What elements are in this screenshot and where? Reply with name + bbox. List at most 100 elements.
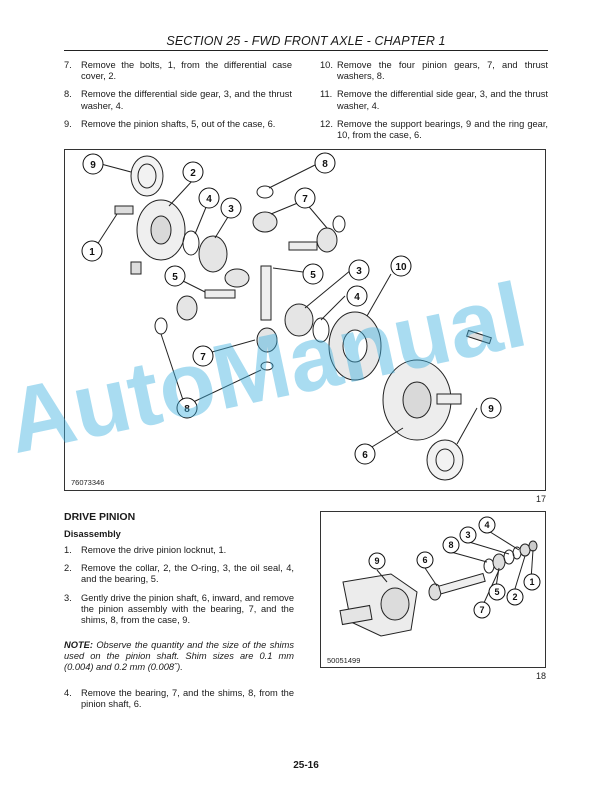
leader-line: [456, 407, 478, 445]
side-gear-part: [198, 235, 228, 273]
callout-label: 1: [89, 247, 95, 258]
callout-circle: [348, 259, 370, 281]
step-number: 1.: [64, 545, 72, 555]
pinion-shaft-part: [260, 265, 272, 321]
leader-line: [366, 273, 392, 317]
callout-label: 4: [206, 194, 212, 205]
callout-label: 8: [448, 540, 453, 550]
pinion-shaft-part: [438, 572, 486, 595]
step-number: 3.: [64, 592, 72, 603]
differential-exploded-drawing: 9 2 4 3 1 8 7 5 5 3 10 4 7 8: [81, 152, 502, 481]
note-text: Observe the quantity and the size of the…: [64, 640, 294, 673]
leader-line: [424, 567, 438, 587]
leader-line: [160, 333, 186, 407]
step-number: 11.: [320, 89, 333, 100]
step-text: Remove the pinion shafts, 5, out of the …: [81, 118, 276, 129]
note-label: NOTE:: [64, 640, 93, 650]
leader-line: [304, 269, 352, 309]
callout-circle: [480, 397, 502, 419]
bolt-part: [466, 329, 492, 345]
callout-circle: [506, 588, 524, 606]
thrust-washer-part: [182, 230, 200, 256]
step-number: 9.: [64, 118, 72, 129]
pinion-case-part: [339, 604, 373, 626]
drive-pinion-drawing: 4 3 8 9 6 1 5 2 7: [339, 516, 541, 637]
drive-pinion-last-step: 4.Remove the bearing, 7, and the shims, …: [64, 688, 294, 717]
callout-label: 3: [228, 204, 234, 215]
figure-number: 18: [536, 671, 547, 681]
callout-label: 8: [322, 159, 328, 170]
step-text: Gently drive the pinion shaft, 6, inward…: [81, 592, 294, 626]
callout-circle: [442, 536, 460, 554]
shim-note: NOTE: Observe the quantity and the size …: [64, 640, 294, 674]
differential-exploded-figure: 9 2 4 3 1 8 7 5 5 3 10 4 7 8: [64, 149, 546, 491]
callout-circle: [346, 285, 368, 307]
step-text: Remove the differential side gear, 3, an…: [81, 89, 292, 111]
drive-pinion-figure: 4 3 8 9 6 1 5 2 7 50051499: [320, 511, 546, 668]
subsection-title: Disassembly: [64, 529, 121, 539]
callout-circle: [302, 263, 324, 285]
callout-circle: [368, 552, 386, 570]
leader-line: [100, 163, 132, 173]
callout-label: 7: [479, 605, 484, 615]
callout-circle: [182, 161, 204, 183]
callout-circle: [354, 443, 376, 465]
step-item: 11.Remove the differential side gear, 3,…: [320, 89, 548, 111]
drive-pinion-steps: 1. Remove the drive pinion locknut, 1. 2.…: [64, 545, 294, 633]
bolt-part: [130, 261, 142, 275]
callout-circle: [488, 583, 506, 601]
page-header: SECTION 25 - FWD FRONT AXLE - CHAPTER 1: [166, 34, 446, 48]
leader-line: [450, 551, 488, 563]
pinion-gear-part: [224, 268, 250, 288]
leader-line: [268, 163, 318, 189]
callout-label: 7: [200, 352, 206, 363]
leader-line: [168, 179, 194, 207]
bearing-part: [492, 553, 506, 571]
bearing-part: [426, 439, 464, 481]
leader-line: [94, 213, 118, 249]
case-cover-part: [150, 215, 172, 245]
callout-circle: [164, 265, 186, 287]
bearing-part: [137, 163, 157, 189]
callout-circle: [176, 397, 198, 419]
callout-circle: [314, 152, 336, 174]
step-item: 2. Remove the collar, 2, the O-ring, 3, t…: [64, 563, 294, 585]
pinion-gear-part: [176, 295, 198, 321]
callout-label: 9: [488, 404, 494, 415]
page-number: 25-16: [293, 760, 319, 771]
pinion-gear-part: [316, 227, 338, 253]
figure-id: 50051499: [327, 656, 361, 665]
step-item: 10.Remove the four pinion gears, 7, and …: [320, 60, 548, 82]
step-item: 3. Gently drive the pinion shaft, 6, inwa…: [64, 593, 294, 627]
callout-label: 5: [494, 587, 499, 597]
pinion-gear-part: [256, 327, 278, 353]
callout-circle: [416, 551, 434, 569]
differential-case-part: [436, 393, 462, 405]
pinion-case-part: [380, 587, 410, 621]
callout-label: 5: [172, 272, 178, 283]
callout-circle: [390, 255, 412, 277]
step-item: 7.Remove the bolts, 1, from the differen…: [64, 60, 292, 82]
callout-label: 2: [190, 168, 196, 179]
ring-gear-part: [342, 329, 368, 363]
step-text: Remove the collar, 2, the O-ring, 3, the…: [81, 563, 294, 585]
callout-circle: [81, 240, 103, 262]
leader-line: [188, 369, 262, 405]
thrust-washer-part: [256, 185, 274, 199]
callout-circle: [220, 197, 242, 219]
step-item: 9. Remove the pinion shafts, 5, out of th…: [64, 119, 292, 130]
step-text: Remove the drive pinion locknut, 1.: [81, 545, 227, 555]
step-number: 2.: [64, 563, 72, 574]
callout-label: 4: [354, 292, 360, 303]
leader-line: [486, 529, 520, 551]
callout-circle: [82, 153, 104, 175]
step-number: 8.: [64, 89, 72, 100]
header-rule: [64, 50, 548, 51]
collar-part: [519, 543, 531, 557]
bearing-part: [130, 155, 164, 197]
thrust-washer-part: [260, 361, 274, 371]
callout-label: 9: [90, 160, 96, 171]
callout-label: 2: [512, 592, 517, 602]
differential-case-part: [402, 381, 432, 419]
callout-label: 8: [184, 404, 190, 415]
